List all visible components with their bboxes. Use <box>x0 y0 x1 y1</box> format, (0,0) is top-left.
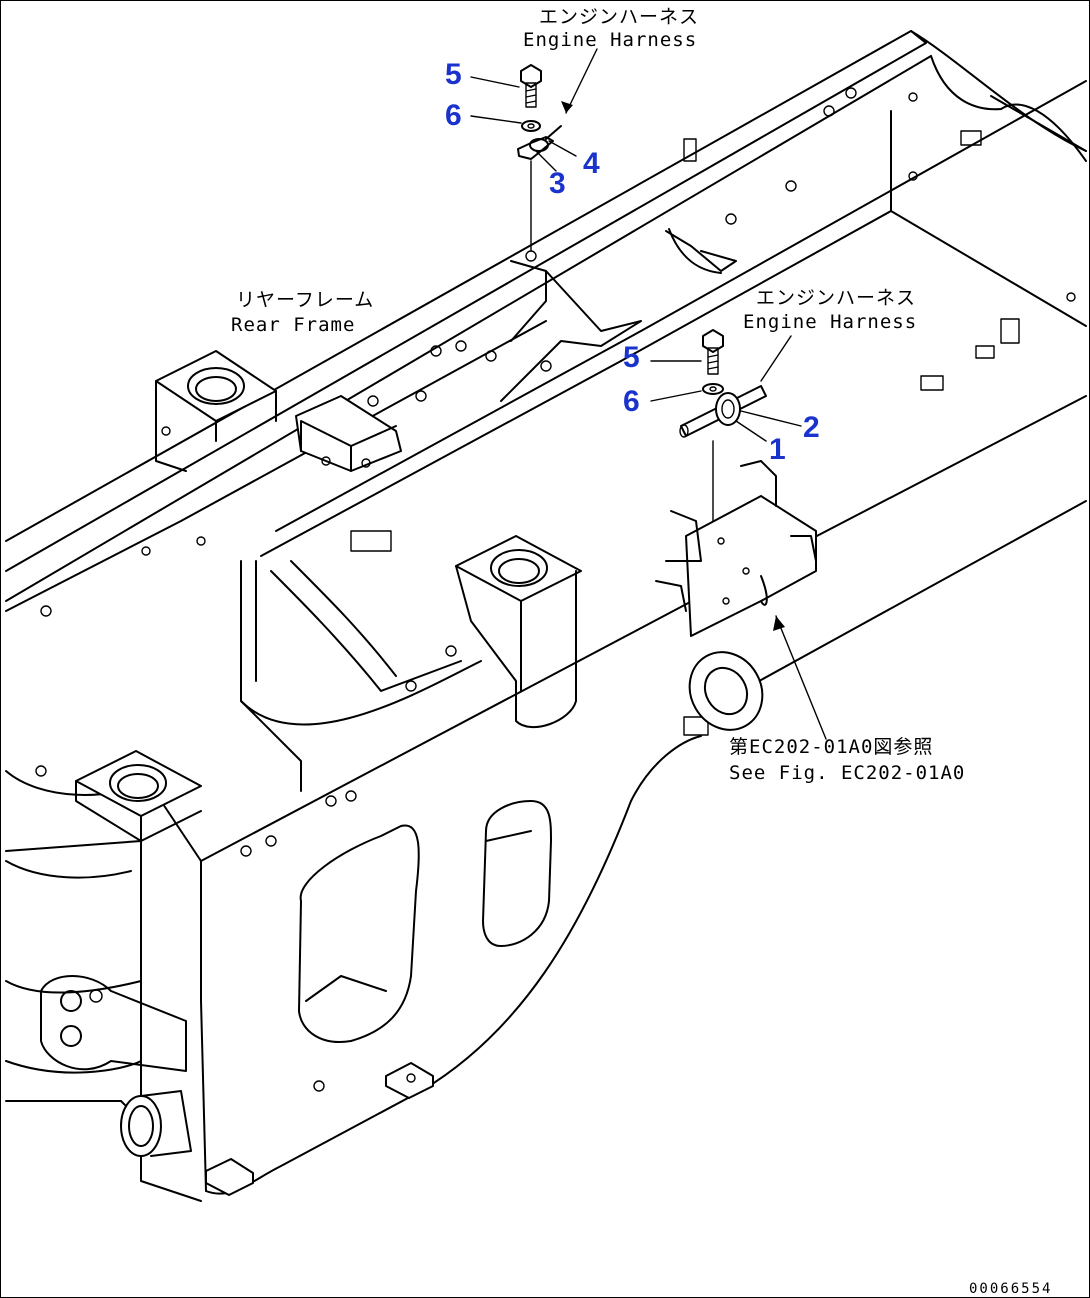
callout-6-mid: 6 <box>623 385 640 418</box>
callout-5-mid: 5 <box>623 341 640 374</box>
see-figure-label-jp: 第EC202-01A0図参照 <box>729 736 933 758</box>
pivot-block-upper <box>155 350 277 472</box>
engine-harness-label-jp-top: エンジンハーネス <box>539 6 699 28</box>
bolt-holes <box>35 87 1076 1188</box>
callout-5-top: 5 <box>445 58 462 91</box>
mid-clamp-assembly <box>655 329 827 740</box>
callout-6-top: 6 <box>445 99 462 132</box>
see-figure-label-en: See Fig. EC202-01A0 <box>729 762 965 784</box>
callout-4: 4 <box>583 147 600 180</box>
drawing-code: 00066554 <box>969 1281 1052 1297</box>
engine-harness-label-jp-mid: エンジンハーネス <box>756 287 916 309</box>
callout-leaders <box>470 76 802 442</box>
cross-member-bracket <box>295 228 737 472</box>
callout-3: 3 <box>549 167 566 200</box>
callout-1: 1 <box>769 433 786 466</box>
top-clamp-assembly <box>517 48 598 252</box>
panel-cutouts <box>205 800 552 1196</box>
rear-frame-outline <box>5 30 1087 1202</box>
rear-frame-label-jp: リヤーフレーム <box>236 289 374 311</box>
rear-frame-label-en: Rear Frame <box>231 314 355 336</box>
pivot-block-lower <box>75 750 202 842</box>
callout-2: 2 <box>803 411 820 444</box>
engine-harness-label-en-top: Engine Harness <box>523 29 697 51</box>
pivot-block-middle <box>455 535 582 729</box>
engine-harness-label-en-mid: Engine Harness <box>743 311 917 333</box>
